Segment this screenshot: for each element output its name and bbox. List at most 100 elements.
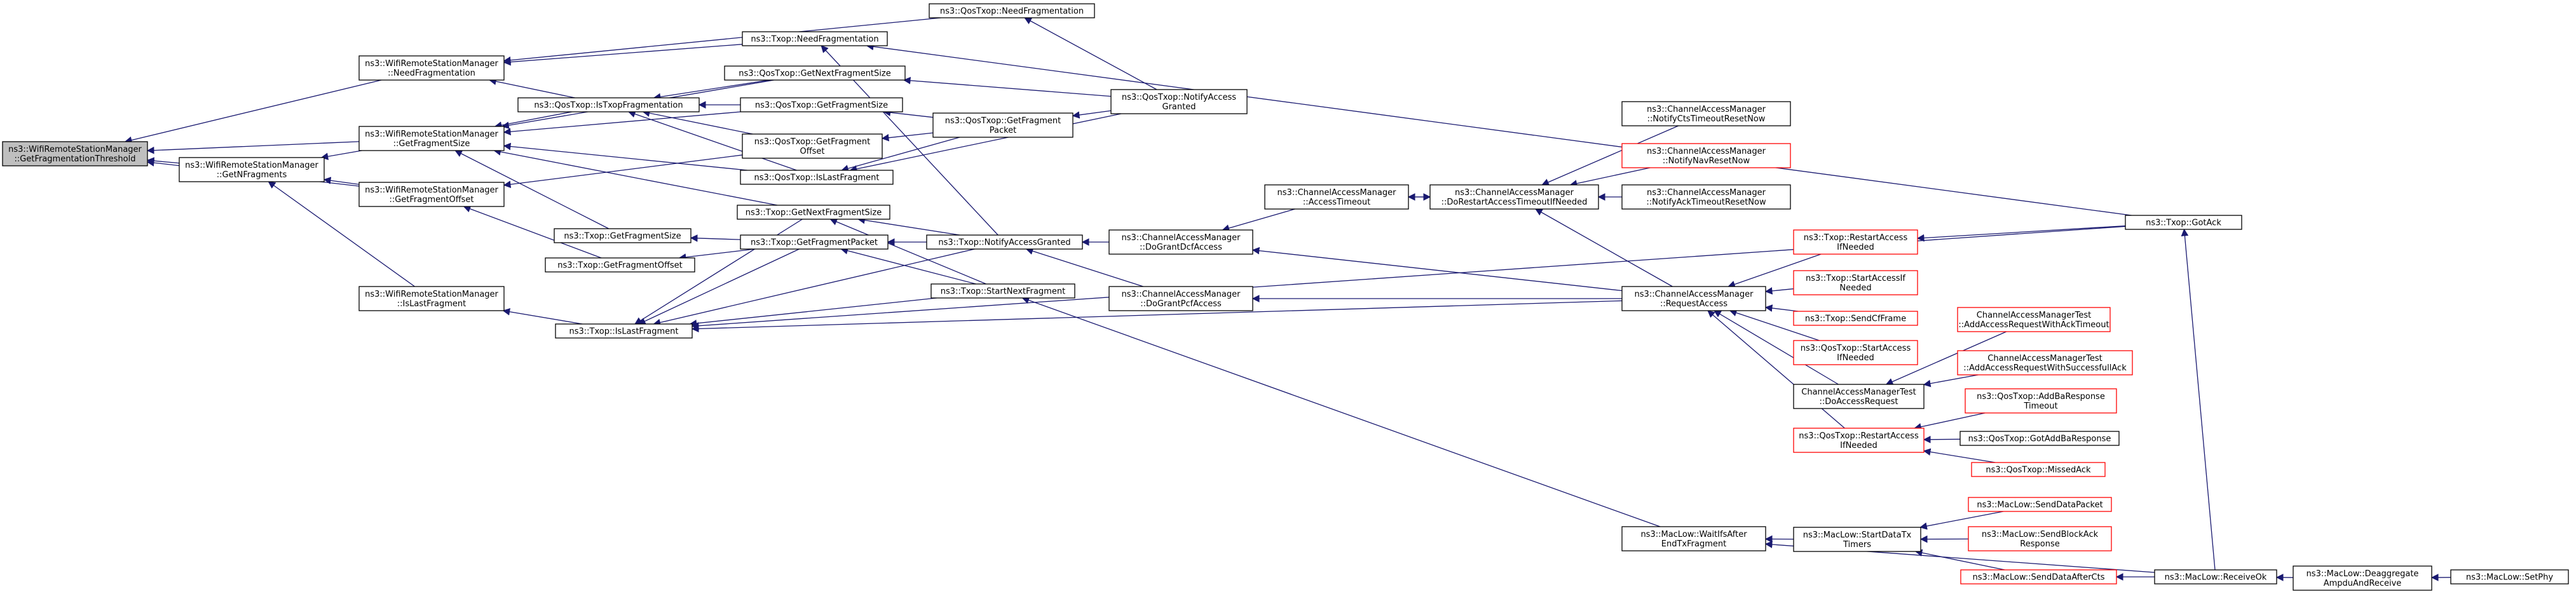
nodes-layer: ns3::WifiRemoteStationManager::GetFragme… [2,3,2569,591]
node-box [1793,229,1918,255]
node-box [545,257,695,273]
node-txop-gotack[interactable]: ns3::Txop::GotAck [2125,215,2242,230]
node-camt-dar[interactable]: ChannelAccessManagerTest::DoAccessReques… [1793,384,1925,409]
node-wrsm-foff[interactable]: ns3::WifiRemoteStationManager::GetFragme… [358,182,505,207]
node-camt-awat[interactable]: ChannelAccessManagerTest::AddAccessReque… [1957,307,2111,332]
node-wrsm-islast[interactable]: ns3::WifiRemoteStationManager::IsLastFra… [358,286,505,311]
node-ml-sdac[interactable]: ns3::MacLow::SendDataAfterCts [1960,569,2117,584]
node-label-line: ::GetFragmentSize [393,139,470,149]
node-label-line: ns3::ChannelAccessManager [1635,290,1754,299]
node-box [932,112,1073,138]
node-txop-islast[interactable]: ns3::Txop::IsLastFragment [555,323,693,339]
edge-txop_need-to-wrsm_need [503,44,743,66]
node-ml-sdp[interactable]: ns3::MacLow::SendDataPacket [1968,497,2112,512]
edge-wrsm_islast-to-wrsm_nfrag [268,181,415,287]
edge-qos_fs-to-wrsm_fsize [503,111,741,136]
node-label-line: ns3::QosTxop::AddBaResponse [1977,392,2105,402]
node-cam-nnav[interactable]: ns3::ChannelAccessManager::NotifyNavRese… [1621,143,1791,168]
node-wrsm-nfrag[interactable]: ns3::WifiRemoteStationManager::GetNFragm… [179,157,325,182]
node-root[interactable]: ns3::WifiRemoteStationManager::GetFragme… [2,141,148,166]
edge-txop_nag-to-txop_islast [653,248,975,327]
node-label-line: ns3::ChannelAccessManager [1647,147,1766,156]
node-wrsm-need[interactable]: ns3::WifiRemoteStationManager::NeedFragm… [358,55,505,81]
node-ml-rok[interactable]: ns3::MacLow::ReceiveOk [2154,569,2277,584]
node-label-line: ns3::WifiRemoteStationManager [365,186,498,195]
node-txop-need[interactable]: ns3::Txop::NeedFragmentation [742,31,888,46]
node-label-line: ns3::ChannelAccessManager [1122,233,1241,243]
node-label-line: ns3::ChannelAccessManager [1455,188,1574,198]
node-label-line: ::NotifyAckTimeoutResetNow [1646,198,1766,207]
node-qos-gabr[interactable]: ns3::QosTxop::GotAddBaResponse [1959,431,2120,446]
node-label-line: ::DoAccessRequest [1819,397,1898,407]
node-qos-fpkt[interactable]: ns3::QosTxop::GetFragmentPacket [932,112,1073,138]
node-wrsm-fsize[interactable]: ns3::WifiRemoteStationManager::GetFragme… [358,126,505,151]
edge-qos_rai-to-cam_ra [1707,310,1845,429]
node-ml-setphy[interactable]: ns3::MacLow::SetPhy [2450,569,2569,584]
node-cam-at[interactable]: ns3::ChannelAccessManager::AccessTimeout [1264,184,1409,210]
node-qos-istxop[interactable]: ns3::QosTxop::IsTxopFragmentation [517,97,700,112]
node-label-line: ns3::Txop::NeedFragmentation [751,35,878,44]
node-qos-islast[interactable]: ns3::QosTxop::IsLastFragment [740,170,894,185]
node-txop-scf[interactable]: ns3::Txop::SendCfFrame [1793,311,1918,326]
node-cam-dgdcf[interactable]: ns3::ChannelAccessManager::DoGrantDcfAcc… [1108,229,1253,255]
node-label-line: ns3::ChannelAccessManager [1122,290,1241,299]
edge-txop_gotack-to-txop_need [866,43,2132,216]
edge-camt_dar-to-cam_ra [1714,310,1839,385]
node-label-line: ns3::ChannelAccessManager [1278,188,1397,198]
node-label-line: ns3::QosTxop::GetNextFragmentSize [739,69,890,79]
node-label-line: ns3::Txop::StartAccessIf [1806,274,1905,283]
node-qos-nag[interactable]: ns3::QosTxop::NotifyAccessGranted [1110,89,1248,114]
edge-qos_gabr-to-qos_rai [1923,435,1961,443]
node-label-line: ns3::QosTxop::RestartAccess [1799,431,1919,441]
node-label-line: ns3::MacLow::ReceiveOk [2165,573,2267,583]
edge-txop_snf-to-txop_fpkt [840,247,976,285]
edge-txop_islast-to-wrsm_islast [502,307,583,325]
node-label-line: ns3::Txop::GotAck [2146,219,2221,228]
node-cam-dgpcf[interactable]: ns3::ChannelAccessManager::DoGrantPcfAcc… [1108,286,1253,311]
node-qos-need[interactable]: ns3::QosTxop::NeedFragmentation [929,3,1095,18]
node-txop-snf[interactable]: ns3::Txop::StartNextFragment [930,283,1075,299]
node-camt-awsf[interactable]: ChannelAccessManagerTest::AddAccessReque… [1957,350,2133,375]
node-txop-nextfs[interactable]: ns3::Txop::GetNextFragmentSize [737,205,890,220]
node-label-line: ns3::QosTxop::GotAddBaResponse [1968,435,2111,444]
node-txop-fpkt[interactable]: ns3::Txop::GetFragmentPacket [740,234,889,250]
node-box [2450,569,2569,584]
node-label-line: ns3::Txop::GetFragmentPacket [751,238,878,248]
node-qos-ma[interactable]: ns3::QosTxop::MissedAck [1971,462,2106,477]
edge-qos_fpkt-to-qos_islast [841,137,960,172]
edge-txop_scf-to-cam_ra [1764,304,1799,312]
node-txop-nag[interactable]: ns3::Txop::NotifyAccessGranted [926,234,1083,250]
node-box [1793,527,1921,552]
edge-qos_islast-to-qos_istxop [627,110,797,171]
node-cam-ncts[interactable]: ns3::ChannelAccessManager::NotifyCtsTime… [1621,101,1791,126]
edge-txop_rai-to-cam_ra [1728,253,1822,288]
node-label-line: ns3::MacLow::Deaggregate [2307,569,2419,579]
node-cam-ra[interactable]: ns3::ChannelAccessManager::RequestAccess [1621,286,1766,311]
node-cam-nack[interactable]: ns3::ChannelAccessManager::NotifyAckTime… [1621,184,1791,210]
node-box [1621,286,1766,311]
node-label-line: ::IsLastFragment [397,299,467,309]
node-qos-fs[interactable]: ns3::QosTxop::GetFragmentSize [740,97,903,112]
node-label-line: Granted [1162,102,1196,112]
node-box [2154,569,2277,584]
node-label-line: ns3::WifiRemoteStationManager [365,130,498,139]
node-qos-nextfs[interactable]: ns3::QosTxop::GetNextFragmentSize [724,65,906,81]
node-txop-foff[interactable]: ns3::Txop::GetFragmentOffset [545,257,695,273]
edge-qos_abrt-to-qos_rai [1914,412,1986,431]
node-txop-fs[interactable]: ns3::Txop::GetFragmentSize [554,228,692,243]
node-qos-foff[interactable]: ns3::QosTxop::GetFragmentOffset [742,133,883,159]
node-cam-dratin[interactable]: ns3::ChannelAccessManager::DoRestartAcce… [1429,184,1599,210]
node-label-line: ns3::MacLow::SetPhy [2466,573,2553,583]
node-box [1110,89,1248,114]
node-label-line: ns3::MacLow::SendDataAfterCts [1973,573,2105,583]
